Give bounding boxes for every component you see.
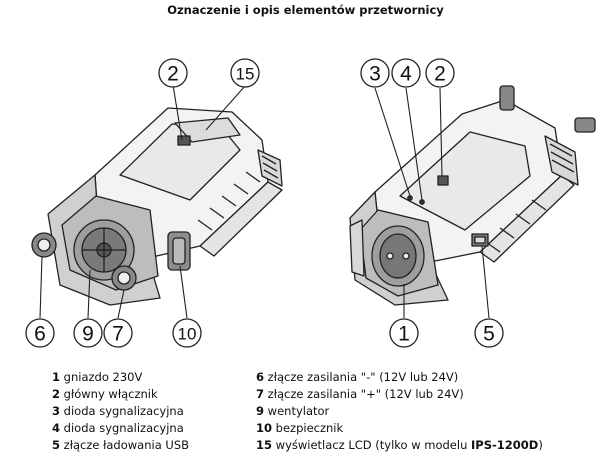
callout-label-3: 3: [369, 63, 381, 86]
legend-model: IPS-1200D: [471, 438, 539, 452]
legend-number: 3: [52, 404, 61, 418]
legend-text: wentylator: [267, 404, 330, 418]
callout-label-6: 6: [34, 323, 46, 346]
legend-row: 15 wyświetlacz LCD (tylko w modelu IPS-1…: [256, 437, 543, 454]
legend-row: 10 bezpiecznik: [256, 420, 543, 437]
left-inverter-illustration: [31, 107, 283, 306]
legend-text: główny włącznik: [63, 387, 158, 401]
legend-text: dioda sygnalizacyjna: [63, 404, 184, 418]
legend-row: 1 gniazdo 230V: [52, 369, 189, 386]
left-callout-lines: [39, 84, 246, 319]
legend-row: 4 dioda sygnalizacyjna: [52, 420, 189, 437]
callout-circle-7: [103, 318, 133, 348]
left-callout-labels: 2 15 6 9 7 10: [34, 63, 254, 346]
legend-number: 1: [52, 370, 61, 384]
legend-number: 4: [52, 421, 61, 435]
callout-label-2b: 2: [434, 63, 446, 86]
legend-row: 3 dioda sygnalizacyjna: [52, 403, 189, 420]
legend-text: złącze ładowania USB: [63, 438, 190, 452]
legend-number: 2: [52, 387, 61, 401]
callout-label-1: 1: [398, 323, 410, 346]
left-callouts: [25, 58, 260, 348]
legend-text: złącze zasilania "+" (12V lub 24V): [267, 387, 464, 401]
legend-text: bezpiecznik: [275, 421, 344, 435]
right-callouts: [360, 58, 504, 348]
legend-row: 6 złącze zasilania "-" (12V lub 24V): [256, 369, 543, 386]
legend-text: wyświetlacz LCD (tylko w modelu: [275, 438, 472, 452]
right-callout-lines: [374, 87, 490, 319]
legend-number: 9: [256, 404, 265, 418]
legend-number: 7: [256, 387, 265, 401]
callout-circle-5: [474, 318, 504, 348]
legend-text: złącze zasilania "-" (12V lub 24V): [267, 370, 459, 384]
callout-circle-10: [172, 318, 202, 348]
legend-number: 10: [256, 421, 273, 435]
legend-row: 7 złącze zasilania "+" (12V lub 24V): [256, 386, 543, 403]
callout-circle-3: [360, 58, 390, 88]
legend-number: 15: [256, 438, 273, 452]
legend-text: dioda sygnalizacyjna: [63, 421, 184, 435]
callout-label-5: 5: [483, 323, 495, 346]
legend-row: 9 wentylator: [256, 403, 543, 420]
callout-label-4: 4: [400, 63, 412, 86]
callout-circle-2b: [425, 58, 455, 88]
legend-suffix: ): [538, 438, 543, 452]
callout-circle-2: [158, 58, 188, 88]
legend-right: 6 złącze zasilania "-" (12V lub 24V) 7 z…: [256, 369, 543, 454]
callout-circle-15: [230, 58, 260, 88]
callout-circle-9: [73, 318, 103, 348]
legend-number: 5: [52, 438, 61, 452]
right-callout-labels: 3 4 2 1 5: [369, 63, 495, 346]
right-inverter-illustration: [349, 85, 596, 306]
callout-label-9: 9: [82, 323, 94, 346]
page-title: Oznaczenie i opis elementów przetwornicy: [167, 3, 444, 17]
callout-label-10: 10: [178, 325, 197, 344]
callout-label-15: 15: [236, 65, 255, 84]
callout-circle-4: [391, 58, 421, 88]
legend-row: 5 złącze ładowania USB: [52, 437, 189, 454]
legend-row: 2 główny włącznik: [52, 386, 189, 403]
legend-text: gniazdo 230V: [63, 370, 143, 384]
callout-label-2: 2: [167, 63, 179, 86]
legend-left: 1 gniazdo 230V 2 główny włącznik 3 dioda…: [52, 369, 189, 454]
callout-circle-6: [25, 318, 55, 348]
callout-label-7: 7: [112, 323, 124, 346]
legend-number: 6: [256, 370, 265, 384]
callout-circle-1: [389, 318, 419, 348]
